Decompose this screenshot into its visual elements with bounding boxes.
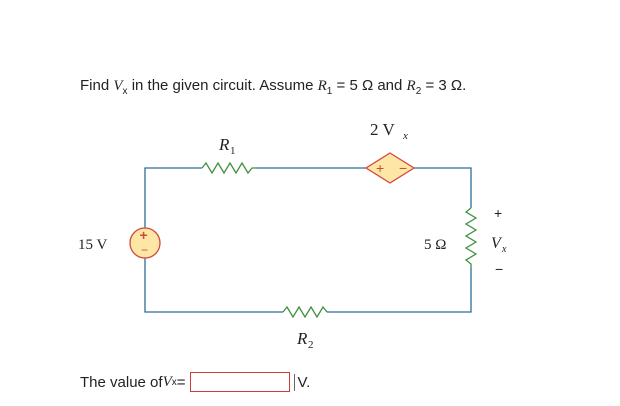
r5-label: 5 Ω (424, 237, 446, 253)
question-r1: R (317, 78, 327, 94)
question-mid: in the given circuit. Assume (127, 77, 318, 94)
vs-label: 15 V (78, 237, 107, 253)
wire-top-right (414, 167, 472, 208)
wire-bottom-left (144, 258, 283, 313)
question-prefix: Find (80, 77, 114, 94)
vs-plus: + (140, 227, 148, 243)
answer-label-prefix: The value of (80, 373, 163, 391)
question-r2-eq: = 3 Ω. (421, 77, 467, 94)
r2-label-sub: 2 (308, 339, 314, 351)
answer-label-eq: = (176, 373, 186, 391)
question-var: V (113, 78, 123, 94)
vx-plus: + (494, 205, 502, 221)
answer-label-var: V (162, 373, 172, 390)
question-r1-eq: = 5 Ω and (332, 77, 407, 94)
r1-label-sub: 1 (230, 145, 236, 157)
vx-label-sub: x (501, 244, 507, 255)
wire-top-left (144, 167, 202, 228)
question-var-sub: x (122, 86, 128, 97)
wire-right-bottom (327, 268, 472, 313)
question-r2-sub: 2 (415, 86, 422, 97)
vx-label: V (491, 235, 503, 252)
question-r2: R (406, 78, 416, 94)
answer-label-sub: x (171, 376, 177, 388)
dep-source-label: 2 V (370, 120, 395, 139)
dep-source-plus: + (376, 160, 384, 176)
r5-resistor (464, 207, 478, 268)
r2-resistor (282, 305, 328, 319)
vx-minus: − (495, 261, 503, 277)
r1-label: R (218, 135, 230, 154)
dependent-source (364, 152, 416, 184)
r2-label: R (296, 329, 308, 348)
circuit-wires (144, 167, 472, 313)
dep-source-label-sub: x (402, 130, 408, 142)
answer-unit: V. (293, 373, 310, 391)
answer-input[interactable] (189, 372, 290, 392)
question-text: Find Vx in the given circuit. Assume R1 … (80, 77, 466, 97)
question-r1-sub: 1 (326, 86, 333, 97)
voltage-source (129, 227, 161, 259)
vs-minus: − (141, 243, 148, 257)
r1-resistor (201, 161, 256, 175)
dep-source-minus: − (399, 160, 407, 176)
